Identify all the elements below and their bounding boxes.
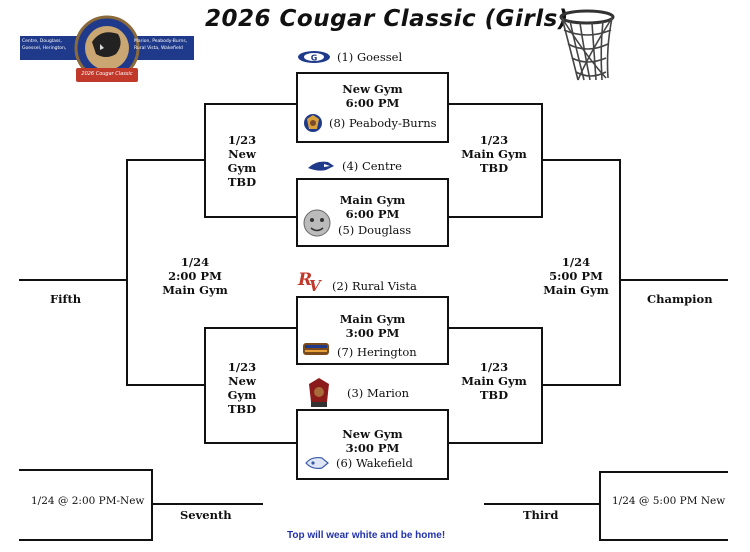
game-time: 5:00 PM <box>549 269 603 283</box>
game-venue: New Gym <box>227 147 257 175</box>
logo-ribbon-text: 2026 Cougar Classic <box>81 71 133 77</box>
game-time: 3:00 PM <box>345 326 400 340</box>
logo-right-text-2: Rural Vista, Wakefield <box>134 46 183 51</box>
game-date: 1/24 <box>180 255 210 269</box>
game-q1-info: New Gym 6:00 PM <box>297 82 448 110</box>
game-box-q1 <box>296 72 449 143</box>
herington-railroader-icon <box>303 343 329 355</box>
team-label: (1) Goessel <box>337 50 403 64</box>
team-4-centre: (4) Centre <box>306 158 402 174</box>
game-time: TBD <box>227 402 257 416</box>
game-time: TBD <box>479 388 509 402</box>
game-date: 1/23 <box>479 133 509 147</box>
game-time: TBD <box>479 161 509 175</box>
game-date: 1/23 <box>479 360 509 374</box>
game-q4-info: New Gym 3:00 PM <box>297 427 448 455</box>
game-time: 3:00 PM <box>345 441 400 455</box>
game-venue: Main Gym <box>162 283 228 297</box>
game-date: 1/24 <box>561 255 591 269</box>
svg-text:R: R <box>297 270 312 290</box>
bracket-fifth <box>126 159 206 386</box>
semi-bot-right-info: 1/23 Main Gym TBD <box>460 360 528 402</box>
semi-top-left-info: 1/23 New Gym TBD <box>212 133 272 189</box>
rural-vista-rv-icon: R V <box>297 270 322 293</box>
game-time: 2:00 PM <box>168 269 222 283</box>
fifth-game-info: 1/24 2:00 PM Main Gym <box>155 255 235 297</box>
home-team-note: Top will wear white and be home! <box>287 530 446 541</box>
centre-cougar-icon <box>308 161 334 171</box>
game-venue: Main Gym <box>339 312 406 326</box>
team-label: (2) Rural Vista <box>332 279 417 293</box>
game-box-q2 <box>296 178 449 247</box>
game-q3-info: Main Gym 3:00 PM <box>297 312 448 340</box>
place-fifth: Fifth <box>50 292 82 306</box>
game-venue: New Gym <box>342 82 403 96</box>
game-venue: Main Gym <box>339 193 406 207</box>
team-label: (5) Douglass <box>338 223 412 237</box>
goessel-g-logo-icon: G <box>298 51 330 63</box>
place-third: Third <box>523 508 559 522</box>
team-5-douglass: (5) Douglass <box>302 208 411 238</box>
team-7-herington: (7) Herington <box>301 339 417 359</box>
game-venue: New Gym <box>342 427 403 441</box>
game-venue: Main Gym <box>461 147 527 161</box>
game-venue: New Gym <box>227 374 257 402</box>
bracket-third <box>599 471 728 541</box>
logo-left-text-2: Goessel, Herington, <box>22 46 67 51</box>
game-venue: Main Gym <box>461 374 527 388</box>
semi-bot-left-info: 1/23 New Gym TBD <box>212 360 272 416</box>
game-time: 6:00 PM <box>345 207 400 221</box>
semi-top-right-info: 1/23 Main Gym TBD <box>460 133 528 175</box>
place-champion: Champion <box>647 292 713 306</box>
game-box-q4 <box>296 409 449 480</box>
bracket-champion <box>541 159 621 386</box>
team-3-marion: (3) Marion <box>305 378 409 408</box>
team-label: (7) Herington <box>337 345 417 359</box>
game-date: 1/23 <box>227 360 257 374</box>
team-8-peabody-burns: (8) Peabody-Burns <box>303 113 437 133</box>
logo-left-text-1: Centre, Douglass, <box>22 39 62 44</box>
team-label: (3) Marion <box>347 386 410 400</box>
douglass-bulldog-icon <box>303 209 331 237</box>
third-game-info: 1/24 @ 5:00 PM New <box>612 495 726 507</box>
cougar-logo-icon <box>20 15 194 82</box>
tournament-logo: Centre, Douglass, Goessel, Herington, Ma… <box>16 14 198 88</box>
seventh-game-info: 1/24 @ 2:00 PM-New <box>31 495 145 507</box>
page-title: 2026 Cougar Classic (Girls) <box>205 6 569 32</box>
team-1-goessel: G (1) Goessel <box>297 50 402 64</box>
team-label: (4) Centre <box>342 159 402 173</box>
game-venue: Main Gym <box>543 283 609 297</box>
game-q2-info: Main Gym 6:00 PM <box>297 193 448 221</box>
game-date: 1/23 <box>227 133 257 147</box>
team-6-wakefield: (6) Wakefield <box>304 454 413 472</box>
game-time: 6:00 PM <box>345 96 400 110</box>
game-time: TBD <box>227 175 257 189</box>
peabody-warrior-icon <box>304 114 322 132</box>
team-label: (6) Wakefield <box>336 456 413 470</box>
svg-text:V: V <box>309 277 322 293</box>
team-label: (8) Peabody-Burns <box>329 116 437 130</box>
svg-text:G: G <box>311 54 318 63</box>
final-game-info: 1/24 5:00 PM Main Gym <box>536 255 616 297</box>
basketball-net-icon <box>556 8 618 88</box>
game-box-q3 <box>296 296 449 365</box>
team-2-rural-vista: R V (2) Rural Vista <box>296 267 417 293</box>
logo-right-text-1: Marion, Peabody-Burns, <box>134 39 188 44</box>
place-seventh: Seventh <box>180 508 232 522</box>
wakefield-bomber-icon <box>305 456 329 470</box>
marion-warrior-icon <box>309 378 329 407</box>
